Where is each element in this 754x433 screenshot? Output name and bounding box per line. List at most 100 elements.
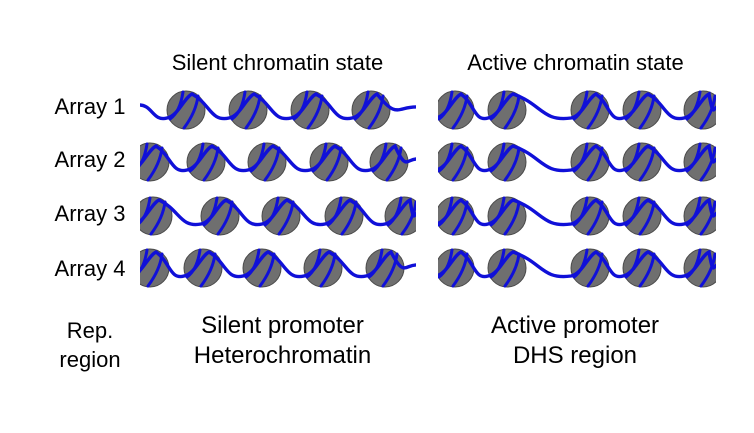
dna-wrap <box>572 142 589 173</box>
row-label-array-4: Array 4 <box>54 256 126 281</box>
dna-wrap <box>249 142 266 173</box>
dna-wrap <box>381 252 399 288</box>
silent-promoter-line-1: Silent promoter <box>201 312 364 339</box>
dna-wrap <box>638 94 656 130</box>
dna-wrap <box>306 94 324 130</box>
dna-wrap <box>685 90 702 121</box>
dna-wrap <box>503 200 521 236</box>
silent-promoter-label: Silent promoter Heterochromatin <box>140 311 425 371</box>
dna-wrap <box>216 200 234 236</box>
dna-wrap <box>572 248 589 279</box>
nucleosome-core <box>261 196 301 236</box>
active-promoter-label: Active promoter DHS region <box>430 311 720 371</box>
dna-wrap <box>185 248 202 279</box>
dna-wrap <box>489 142 506 173</box>
nucleosome-core <box>324 196 364 236</box>
nucleosome-core <box>247 142 287 182</box>
nucleosome-core <box>622 90 662 130</box>
dna-wrap <box>451 252 469 288</box>
nucleosome-core <box>487 90 527 130</box>
dna-wrap <box>202 146 220 182</box>
active-array-2 <box>438 142 716 182</box>
dna-wrap <box>438 90 454 121</box>
dna-wrap <box>586 146 604 182</box>
nucleosome-core <box>290 90 330 130</box>
dna-wrap <box>319 252 337 288</box>
silent-array-1 <box>140 90 416 130</box>
dna-wrap <box>146 252 164 288</box>
dna-wrap <box>277 200 295 236</box>
nucleosome-core <box>242 248 282 288</box>
dna-wrap <box>385 146 403 182</box>
dna-wrap <box>699 252 716 288</box>
dna-wrap <box>503 94 521 130</box>
silent-array-4 <box>140 248 416 288</box>
dna-wrap <box>202 196 219 227</box>
dna-wrap <box>586 200 604 236</box>
dna-wrap <box>503 146 521 182</box>
dna-wrap <box>244 94 262 130</box>
dna-wrap <box>451 146 469 182</box>
dna-wrap <box>311 142 328 173</box>
row-label-array-3: Array 3 <box>54 201 126 226</box>
dna-wrap <box>353 90 370 121</box>
rep-line-1: Rep. <box>66 318 114 343</box>
rep-line-2: region <box>59 347 121 372</box>
dna-wrap <box>305 248 322 279</box>
nucleosome-core <box>487 142 527 182</box>
active-arrays <box>438 90 716 288</box>
nucleosome-core <box>228 90 268 130</box>
active-state-header: Active chromatin state <box>467 50 684 75</box>
nucleosome-core <box>622 142 662 182</box>
dna-wrap <box>230 90 247 121</box>
dna-wrap <box>572 196 589 227</box>
dna-wrap <box>258 252 276 288</box>
dna-wrap <box>451 94 469 130</box>
active-array-4 <box>438 248 716 288</box>
dna-wrap <box>371 142 388 173</box>
row-label-array-2: Array 2 <box>54 147 126 172</box>
dna-wrap <box>638 252 656 288</box>
dna-wrap <box>149 200 167 236</box>
dna-wrap <box>489 196 506 227</box>
dna-wrap <box>325 146 343 182</box>
dna-wrap <box>489 248 506 279</box>
dna-wrap <box>400 200 416 236</box>
silent-arrays <box>140 90 416 288</box>
dna-wrap <box>624 248 641 279</box>
dna-wrap <box>438 196 454 227</box>
dna-wrap <box>638 146 656 182</box>
dna-wrap <box>624 196 641 227</box>
dna-wrap <box>699 146 716 182</box>
active-promoter-line-2: DHS region <box>512 342 638 369</box>
dna-wrap <box>699 94 716 130</box>
dna-wrap <box>367 94 385 130</box>
dna-wrap <box>489 90 506 121</box>
dna-wrap <box>685 142 702 173</box>
dna-wrap <box>699 200 716 236</box>
dna-wrap <box>182 94 200 130</box>
nucleosome-core <box>166 90 206 130</box>
dna-wrap <box>244 248 261 279</box>
dna-wrap <box>140 196 152 225</box>
nucleosome-core <box>622 248 662 288</box>
dna-wrap <box>140 248 149 274</box>
dna-wrap <box>451 200 469 236</box>
dna-wrap <box>188 142 205 173</box>
dna-wrap <box>386 196 403 227</box>
dna-wrap <box>263 196 280 227</box>
dna-strand <box>140 91 416 121</box>
nucleosome-core <box>186 142 226 182</box>
row-label-array-1: Array 1 <box>54 94 126 119</box>
dna-wrap <box>503 252 521 288</box>
dna-wrap <box>586 252 604 288</box>
dna-wrap <box>586 94 604 130</box>
dna-wrap <box>292 90 309 121</box>
dna-wrap <box>263 146 281 182</box>
dna-wrap <box>572 90 589 121</box>
nucleosome-core <box>487 248 527 288</box>
nucleosome-core <box>622 196 662 236</box>
active-promoter-line-1: Active promoter <box>490 312 660 339</box>
dna-wrap <box>367 248 384 279</box>
nucleosome-core <box>487 196 527 236</box>
